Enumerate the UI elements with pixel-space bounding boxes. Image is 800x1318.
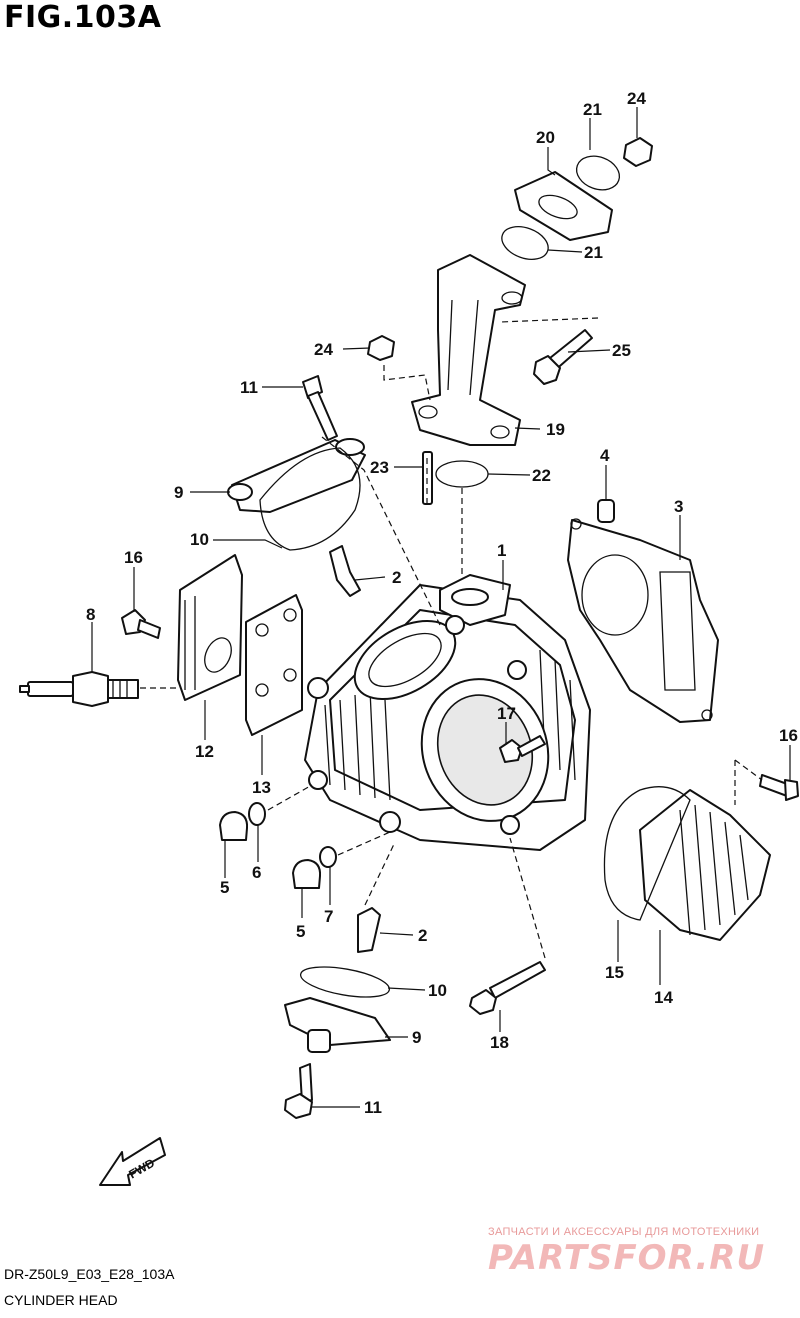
cam-cover-part-9-top: [227, 438, 366, 513]
bolt-part-16-right: [759, 774, 799, 801]
label-1: 1: [497, 541, 506, 560]
fwd-arrow-icon: FWD: [99, 1137, 166, 1186]
label-2-bottom: 2: [418, 926, 427, 945]
o-ring-part-21-lower: [501, 226, 549, 260]
label-16-left: 16: [124, 548, 143, 567]
o-ring-part-10-top: [259, 447, 361, 551]
nut-part-24-mid: [367, 335, 395, 361]
bolt-part-17: [499, 735, 546, 763]
bolt-part-25: [533, 329, 593, 385]
intake-pipe-part-19: [411, 254, 526, 446]
label-21-bottom: 21: [584, 243, 603, 262]
label-13: 13: [252, 778, 271, 797]
washer-part-6: [248, 802, 266, 826]
label-18: 18: [490, 1033, 509, 1052]
label-11-bottom: 11: [364, 1098, 382, 1117]
label-5-upper: 5: [220, 878, 229, 897]
label-12: 12: [195, 742, 214, 761]
label-17: 17: [497, 704, 516, 723]
label-25: 25: [612, 341, 631, 360]
figure-code: DR-Z50L9_E03_E28_103A: [4, 1266, 175, 1282]
watermark-tagline: ЗАПЧАСТИ И АКСЕССУАРЫ ДЛЯ МОТОТЕХНИКИ: [488, 1226, 760, 1238]
o-ring-part-10-bottom: [299, 966, 391, 998]
figure-title: FIG.103A: [4, 0, 162, 35]
label-11-top: 11: [240, 378, 258, 397]
label-2-top: 2: [392, 568, 401, 587]
cap-nut-part-5-upper: [219, 811, 249, 841]
label-14: 14: [654, 988, 673, 1007]
adjuster-part-2-bottom: [357, 907, 381, 953]
label-20: 20: [536, 128, 555, 147]
gasket-part-3: [567, 518, 719, 723]
bolt-part-11-top: [302, 375, 338, 441]
bolt-part-18: [469, 961, 546, 1015]
gasket-part-13: [245, 594, 303, 736]
spark-plug-part-8: [19, 671, 139, 707]
watermark-logo: PARTSFOR.RU: [488, 1238, 766, 1278]
label-5-lower: 5: [296, 922, 305, 941]
insulator-plate-part-12: [177, 554, 243, 701]
o-ring-part-21-upper: [575, 155, 621, 191]
bolt-part-11-bottom: [284, 1063, 313, 1119]
label-3: 3: [674, 497, 683, 516]
side-cover-part-14: [639, 789, 771, 941]
cap-nut-part-5-lower: [292, 859, 322, 889]
bolt-part-16-left: [121, 609, 161, 639]
label-21-top: 21: [583, 100, 602, 119]
label-8: 8: [86, 605, 95, 624]
label-6: 6: [252, 863, 261, 882]
adjuster-part-2-top: [329, 545, 361, 597]
label-16-right: 16: [779, 726, 798, 745]
o-ring-part-22: [435, 460, 489, 488]
label-9-bottom: 9: [412, 1028, 421, 1047]
label-24-top: 24: [627, 89, 646, 108]
leader-lines: [91, 107, 791, 1108]
nut-part-24-top: [623, 137, 653, 167]
label-7: 7: [324, 907, 333, 926]
washer-part-7: [319, 846, 337, 868]
dowel-part-4: [597, 499, 615, 523]
label-15: 15: [605, 963, 624, 982]
flange-part-20: [514, 171, 613, 241]
figure-caption: CYLINDER HEAD: [4, 1292, 118, 1308]
cylinder-head-part-1: [304, 574, 591, 851]
label-10-top: 10: [190, 530, 209, 549]
gasket-part-15: [603, 786, 691, 921]
label-9-top: 9: [174, 483, 183, 502]
label-24-mid: 24: [314, 340, 333, 359]
label-19: 19: [546, 420, 565, 439]
label-10-bottom: 10: [428, 981, 447, 1000]
label-4: 4: [600, 446, 610, 465]
cam-cover-part-9-bottom: [284, 997, 391, 1053]
label-23: 23: [370, 458, 389, 477]
label-22: 22: [532, 466, 551, 485]
